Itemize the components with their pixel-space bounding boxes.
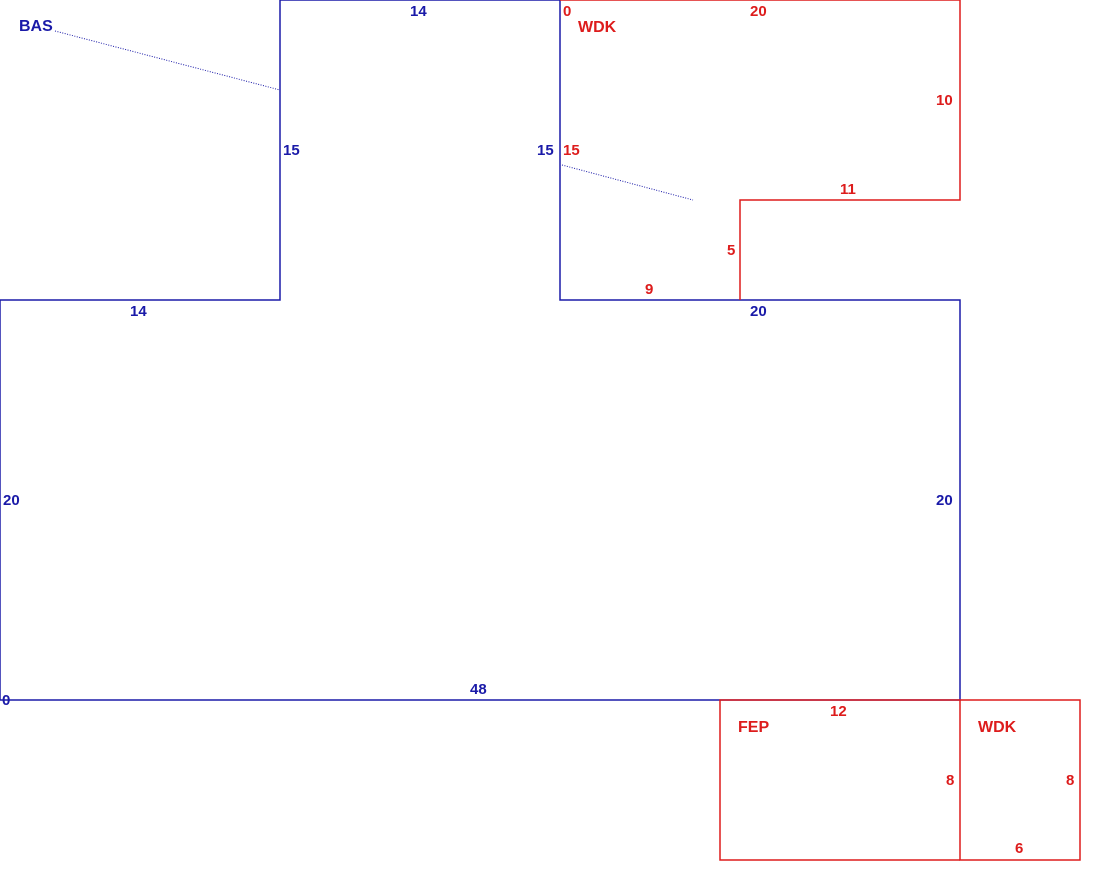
fep-outline (719, 699, 960, 861)
bas-right-side-length: 20 (936, 492, 953, 509)
bas-left-step-length: 14 (130, 303, 147, 320)
wdk-upper-step-length: 11 (840, 181, 856, 198)
bas-origin-marker: 0 (2, 692, 10, 709)
bas-notch-left-length: 15 (537, 142, 554, 159)
bas-area-name: BAS (19, 18, 53, 35)
fep-top-length: 12 (830, 703, 847, 720)
wdk-lower-bottom-length: 6 (1015, 840, 1023, 857)
wdk-leader-line (561, 164, 694, 201)
wdk-upper-bottom-length: 9 (645, 281, 653, 298)
wdk-upper-outline (560, 0, 961, 300)
wdk-upper-area-name: WDK (578, 19, 617, 36)
wdk-upper-top-length: 20 (750, 3, 767, 20)
wdk-upper-inner-length: 5 (727, 242, 735, 259)
wdk-lower-outline (959, 699, 1081, 861)
bas-top-length: 14 (410, 3, 427, 20)
bas-outline (0, 0, 961, 701)
bas-bottom-length: 48 (470, 681, 487, 698)
fep-area-name: FEP (738, 719, 769, 736)
fep-right-length: 8 (946, 772, 954, 789)
wdk-lower-area-name: WDK (978, 719, 1017, 736)
bas-left-wing-right-length: 15 (283, 142, 300, 159)
wdk-upper-origin-marker: 0 (563, 3, 571, 20)
wdk-lower-right-length: 8 (1066, 772, 1074, 789)
bas-left-side-length: 20 (3, 492, 20, 509)
wdk-upper-left-length: 15 (563, 142, 580, 159)
bas-right-step-length: 20 (750, 303, 767, 320)
bas-leader-line (54, 30, 281, 91)
wdk-upper-right-length: 10 (936, 92, 953, 109)
